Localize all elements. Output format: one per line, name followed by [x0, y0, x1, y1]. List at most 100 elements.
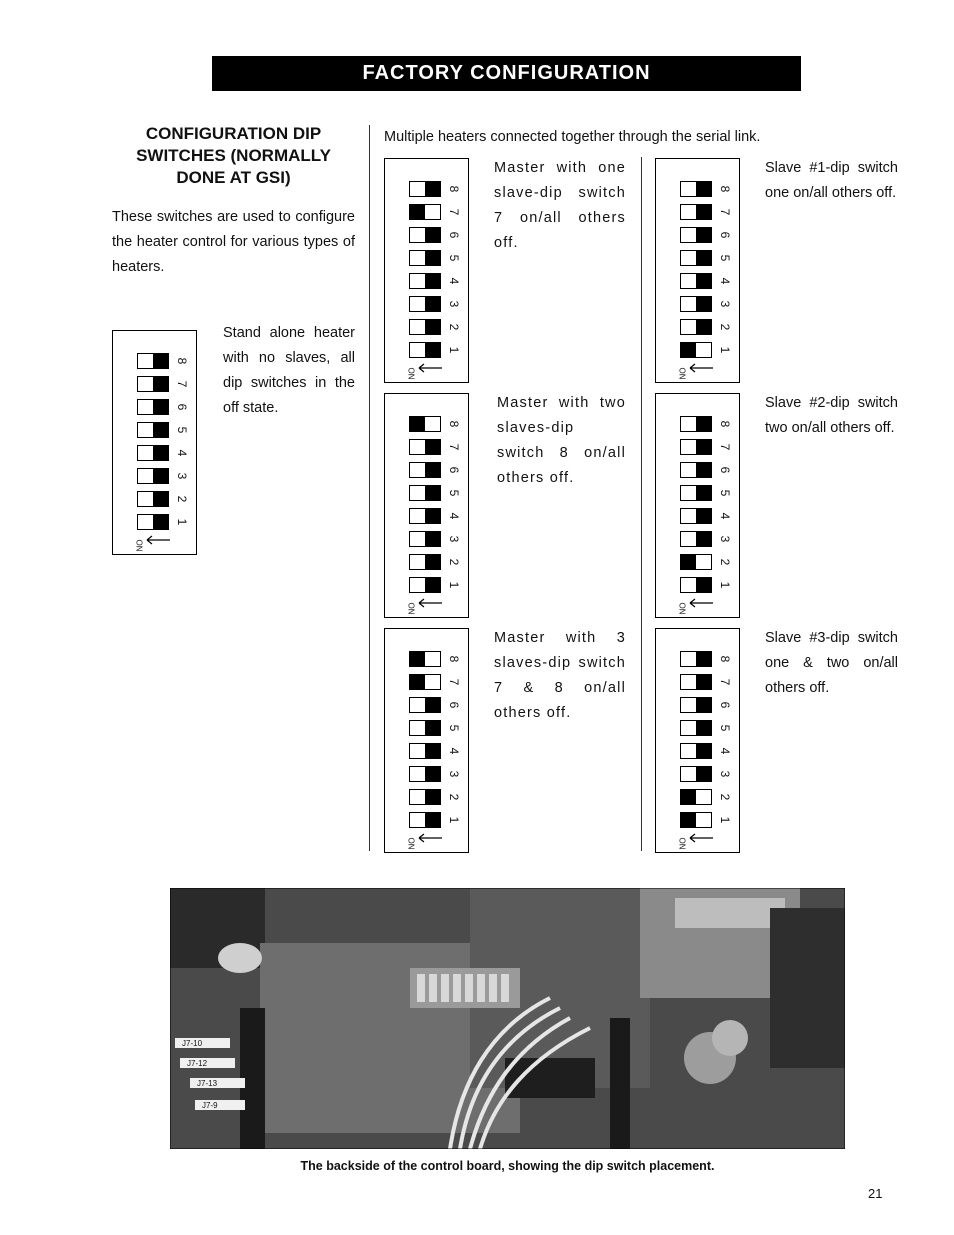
desc-slave-3: Slave #3-dip switch one & two on/all oth…: [765, 630, 898, 696]
dip-switch-number: 8: [718, 185, 732, 193]
dip-switch-number: 2: [718, 323, 732, 331]
section-title: CONFIGURATION DIP SWITCHES (NORMALLY DON…: [136, 124, 331, 187]
dip-switch-toggle: [680, 531, 712, 547]
desc-standalone: Stand alone heater with no slaves, all d…: [223, 325, 355, 416]
on-label: ON: [406, 367, 416, 380]
dip-switch-number: 8: [175, 357, 189, 365]
dip-switch-toggle: [409, 812, 441, 828]
photo-label-1: J7-10: [182, 1039, 203, 1048]
dip-switch-number: 5: [447, 489, 461, 497]
dip-switch-toggle: [409, 720, 441, 736]
dip-switch-toggle: [409, 462, 441, 478]
on-label: ON: [134, 539, 144, 552]
on-label: ON: [406, 837, 416, 850]
dip-switch-number: 1: [447, 581, 461, 589]
dip-switch-toggle: [409, 554, 441, 570]
page-banner: FACTORY CONFIGURATION: [212, 56, 801, 91]
dip-switch-number: 4: [718, 747, 732, 755]
dip-switch-number: 5: [718, 489, 732, 497]
dip-switch-toggle: [409, 227, 441, 243]
dip-switch-number: 6: [447, 701, 461, 709]
dip-switch-number: 8: [718, 420, 732, 428]
dip-switch-toggle: [680, 651, 712, 667]
dip-switch-toggle: [680, 485, 712, 501]
dip-switch-toggle: [137, 353, 169, 369]
dip-switch-toggle: [409, 743, 441, 759]
dip-switch-number: 2: [447, 793, 461, 801]
dip-switch-number: 7: [447, 443, 461, 451]
dip-switch-toggle: [137, 422, 169, 438]
dip-switch-number: 6: [175, 403, 189, 411]
dip-switch-toggle: [409, 577, 441, 593]
dip-switch-toggle: [680, 508, 712, 524]
on-label: ON: [406, 602, 416, 615]
dip-switch-number: 7: [718, 208, 732, 216]
dip-switch-toggle: [680, 577, 712, 593]
desc-slave-1: Slave #1-dip switch one on/all others of…: [765, 160, 898, 201]
dip-switch-toggle: [409, 342, 441, 358]
dip-switch-number: 8: [718, 655, 732, 663]
dip-switch-number: 3: [718, 535, 732, 543]
dip-switch-toggle: [409, 531, 441, 547]
dip-switch-number: 7: [718, 443, 732, 451]
dip-switch-number: 5: [175, 426, 189, 434]
dip-switch-number: 7: [718, 678, 732, 686]
control-board-illustration: J7-10 J7-12 J7-13 J7-9: [170, 888, 845, 1149]
page-number: 21: [868, 1186, 883, 1201]
dip-switch-toggle: [409, 204, 441, 220]
multiple-heaters-note: Multiple heaters connected together thro…: [384, 129, 761, 145]
dip-switch-toggle: [680, 462, 712, 478]
dip-switch-number: 1: [447, 346, 461, 354]
dip-switch-toggle: [409, 439, 441, 455]
dip-switch-number: 5: [718, 254, 732, 262]
on-direction-arrow-icon: [689, 363, 713, 373]
on-direction-arrow-icon: [146, 535, 170, 545]
on-direction-arrow-icon: [689, 598, 713, 608]
dip-switch-number: 8: [447, 420, 461, 428]
dip-switch-toggle: [409, 416, 441, 432]
desc-master-three: Master with 3 slaves-dip switch 7 & 8 on…: [494, 630, 626, 721]
photo-caption: The backside of the control board, showi…: [300, 1159, 715, 1173]
dip-switch-toggle: [680, 227, 712, 243]
column-divider-left: [369, 125, 370, 851]
dip-switch-number: 3: [447, 300, 461, 308]
dip-switch-number: 6: [718, 701, 732, 709]
dip-switch-number: 8: [447, 185, 461, 193]
dip-switch-number: 2: [447, 323, 461, 331]
dip-switch-toggle: [680, 720, 712, 736]
dip-switch-toggle: [409, 273, 441, 289]
dip-switch-toggle: [680, 812, 712, 828]
dip-switch-toggle: [680, 439, 712, 455]
dip-switch-number: 3: [718, 300, 732, 308]
on-label: ON: [677, 837, 687, 850]
dip-switch-number: 5: [447, 254, 461, 262]
dip-switch-toggle: [409, 296, 441, 312]
dip-switch-toggle: [680, 697, 712, 713]
dip-switch-toggle: [680, 743, 712, 759]
dip-switch-number: 4: [447, 747, 461, 755]
dip-switch-number: 1: [718, 346, 732, 354]
column-divider-right: [641, 157, 642, 851]
on-direction-arrow-icon: [418, 598, 442, 608]
dip-switch-number: 1: [718, 581, 732, 589]
dip-switch-number: 7: [447, 208, 461, 216]
dip-switch-toggle: [137, 468, 169, 484]
dip-switch-number: 4: [175, 449, 189, 457]
dip-switch-number: 1: [175, 518, 189, 526]
dip-switch-toggle: [409, 789, 441, 805]
dip-switch-toggle: [137, 399, 169, 415]
dip-switch-toggle: [137, 491, 169, 507]
intro-paragraph: These switches are used to configure the…: [112, 209, 355, 275]
dip-switch-number: 5: [447, 724, 461, 732]
dip-switch-number: 8: [447, 655, 461, 663]
dip-switch-number: 1: [447, 816, 461, 824]
dip-switch-toggle: [137, 445, 169, 461]
on-label: ON: [677, 367, 687, 380]
dip-switch-toggle: [409, 766, 441, 782]
desc-master-two: Master with two slaves-dip switch 8 on/a…: [497, 395, 626, 486]
on-direction-arrow-icon: [689, 833, 713, 843]
